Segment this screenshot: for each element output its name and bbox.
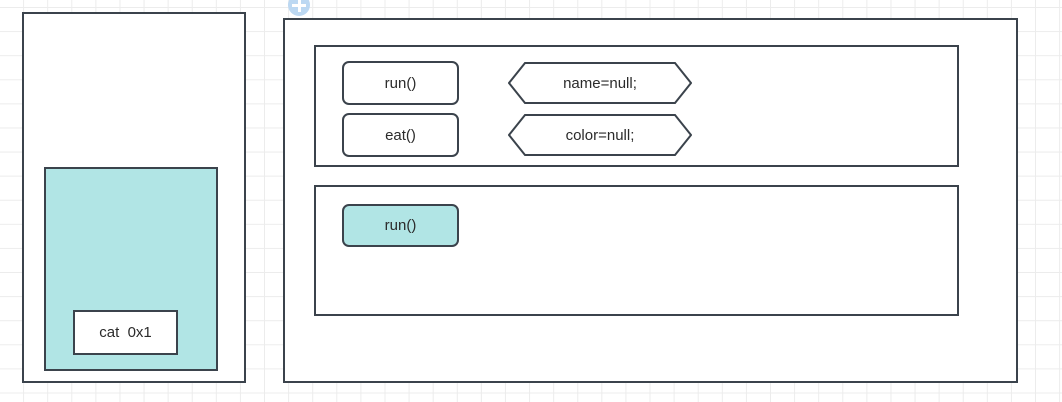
reference-box[interactable]: cat 0x1	[73, 310, 178, 355]
override-button-run[interactable]: run()	[342, 204, 459, 247]
field-hex-color-label: color=null;	[565, 126, 635, 144]
reference-box-label: cat 0x1	[99, 324, 152, 341]
field-hex-color-shape	[508, 114, 692, 156]
field-hex-name[interactable]: name=null;	[508, 62, 692, 104]
field-hex-name-label: name=null;	[563, 74, 637, 92]
field-hex-color[interactable]: color=null;	[508, 114, 692, 156]
method-button-run-label: run()	[384, 74, 417, 92]
field-hex-name-shape	[508, 62, 692, 104]
method-button-eat-label: eat()	[385, 126, 416, 144]
override-button-run-label: run()	[384, 217, 417, 234]
method-button-run[interactable]: run()	[342, 61, 459, 105]
method-button-eat[interactable]: eat()	[342, 113, 459, 157]
plus-circle-icon[interactable]	[288, 0, 310, 16]
